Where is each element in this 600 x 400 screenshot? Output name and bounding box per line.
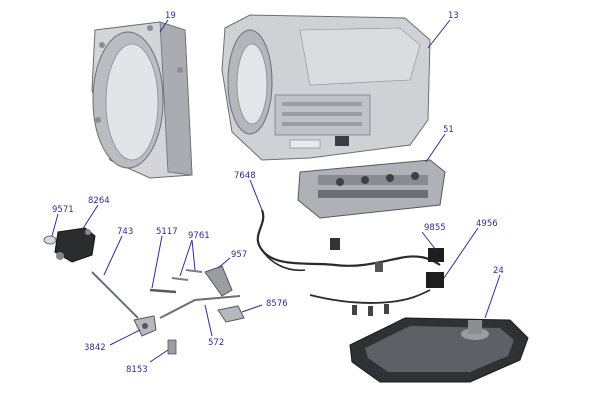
label-51: 51 (443, 125, 454, 135)
bell-housing (91, 21, 193, 179)
label-3842: 3842 (84, 343, 106, 353)
valve-body (297, 159, 446, 219)
label-743: 743 (117, 227, 133, 237)
oil-pan (349, 317, 529, 383)
callout-labels: 19 13 51 7648 9571 8264 743 5117 9761 95… (52, 11, 504, 375)
selector-switch (54, 227, 96, 263)
label-7648: 7648 (234, 171, 256, 181)
link-rod (149, 288, 177, 294)
label-8264: 8264 (88, 196, 110, 206)
transmission-case (221, 14, 431, 161)
label-9855: 9855 (424, 223, 446, 233)
label-5117: 5117 (156, 227, 178, 237)
label-24: 24 (493, 266, 504, 276)
label-9761: 9761 (188, 231, 210, 241)
bolt (167, 339, 177, 355)
label-19: 19 (165, 11, 176, 21)
pins (171, 269, 203, 281)
label-9571: 9571 (52, 205, 74, 215)
label-8576: 8576 (266, 299, 288, 309)
connectors (426, 248, 444, 288)
rod (91, 271, 139, 319)
label-572: 572 (208, 338, 224, 348)
label-957: 957 (231, 250, 247, 260)
label-4956: 4956 (476, 219, 498, 229)
detent-lever (133, 315, 157, 337)
connector-4956-body (426, 272, 444, 288)
wiring-harness (256, 209, 441, 316)
lever (204, 265, 233, 297)
plug (43, 235, 57, 245)
shift-rod (159, 295, 241, 319)
bracket (217, 305, 245, 323)
connector-9855-body (428, 248, 444, 262)
label-8153: 8153 (126, 365, 148, 375)
label-13: 13 (448, 11, 459, 21)
leader-lines (51, 19, 501, 363)
